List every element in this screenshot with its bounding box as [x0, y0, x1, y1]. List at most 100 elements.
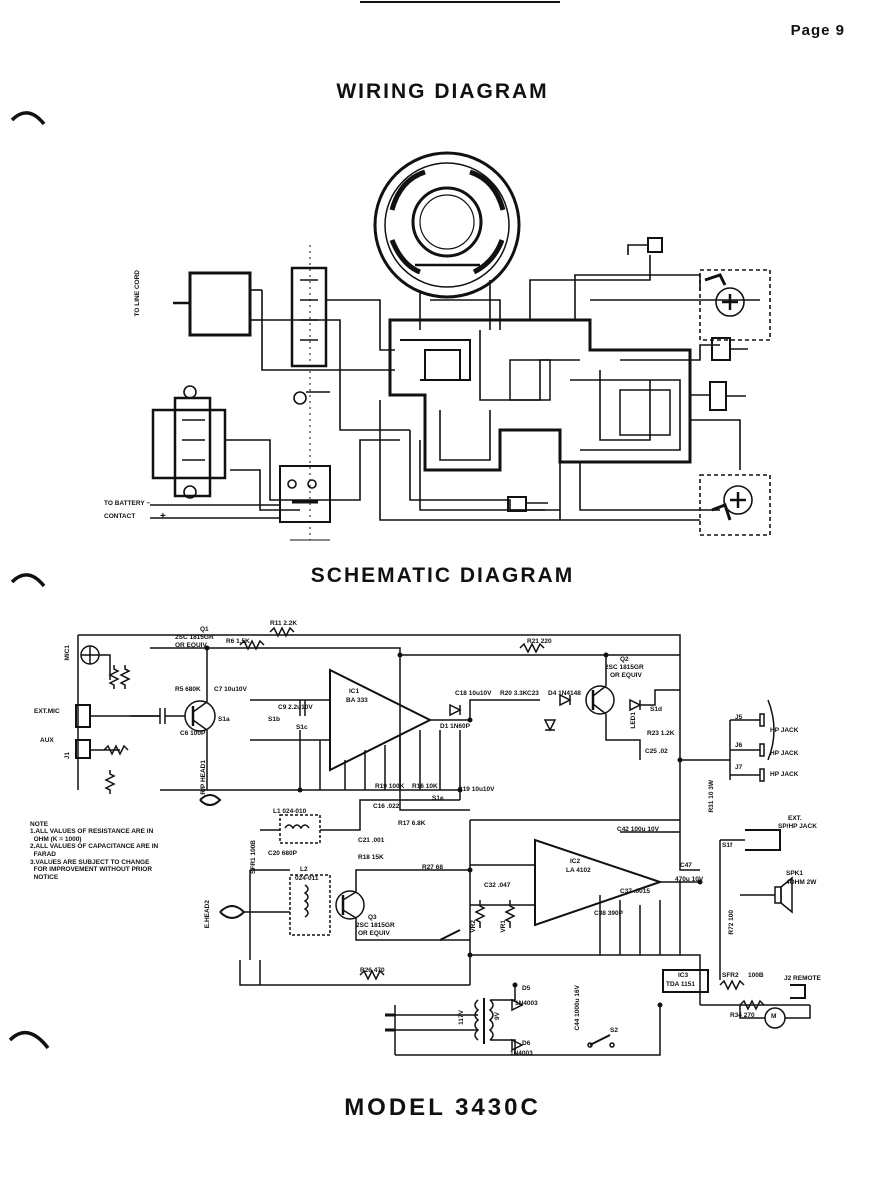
label-ic2: IC2	[570, 858, 581, 865]
label-aux: AUX	[40, 737, 54, 744]
label-r72: R72 100	[728, 910, 735, 935]
label-q1: Q1	[200, 626, 209, 633]
label-l2: L2	[300, 866, 308, 873]
vr1-icon	[504, 900, 516, 928]
dc-jack-lower	[699, 474, 771, 536]
dc-jack-upper	[699, 269, 771, 341]
label-sfr2: SFR2	[722, 972, 739, 979]
label-hp-jack-1: HP JACK	[770, 727, 799, 734]
rp-head-icon	[199, 794, 222, 806]
label-r17: R17 6.8K	[398, 820, 426, 827]
label-d5: D5	[522, 985, 531, 992]
label-l2-part: 024-011	[295, 875, 319, 882]
remote-jack-icon	[790, 984, 806, 999]
label-ic3: IC3	[678, 972, 689, 979]
label-mic1: MIC1	[64, 645, 71, 661]
label-q3: Q3	[368, 914, 377, 921]
label-q2-equiv: OR EQUIV	[610, 672, 642, 679]
label-c7: C7 10u10V	[214, 686, 247, 693]
ic3-box	[662, 969, 709, 993]
power-transformer-icon	[474, 998, 494, 1044]
label-t1-primary: 117V	[458, 1010, 465, 1025]
diode-d4-icon	[559, 693, 572, 707]
note-line: 1.ALL VALUES OF RESISTANCE ARE IN	[30, 828, 154, 836]
diode-d3-icon	[543, 719, 557, 732]
label-q3-part: 2SC 1815GR	[356, 922, 395, 929]
label-q3-equiv: OR EQUIV	[358, 930, 390, 937]
l2-coil	[289, 874, 331, 936]
label-ic1: IC1	[349, 688, 360, 695]
diode-d6-icon	[511, 1038, 524, 1052]
label-d1: D1 1N60P	[440, 723, 470, 730]
label-r16: R16 10K	[412, 783, 438, 790]
label-r26: R26 470	[360, 967, 385, 974]
bottom-connector	[507, 496, 527, 512]
label-d4: D4 1N4148	[548, 690, 581, 697]
label-c32: C32 .047	[484, 882, 511, 889]
label-c37: C37 .0015	[620, 888, 650, 895]
function-switch-block	[290, 266, 328, 368]
label-vr1: VR1	[500, 920, 507, 933]
label-d6-part: 1N4003	[510, 1050, 533, 1057]
label-s1f: S1f	[722, 842, 733, 849]
power-plug-icon	[385, 1013, 395, 1032]
label-r19: R19 100K	[375, 783, 405, 790]
label-c9: C9 2.2u10V	[278, 704, 313, 711]
note-line: NOTICE	[30, 873, 59, 881]
label-ext-sp: EXT.	[788, 815, 802, 822]
label-s1d: S1d	[650, 706, 662, 713]
label-r11: R11 2.2K	[270, 620, 298, 627]
label-c47: C47	[680, 862, 692, 869]
plus-label: +	[160, 511, 166, 522]
label-sfr2-value: 100B	[748, 972, 764, 979]
label-sp-hp-jack: SP/HP JACK	[778, 823, 817, 830]
label-ic1-part: BA 333	[346, 697, 368, 704]
note-line: NOTE	[30, 820, 49, 828]
label-r27: R27 68	[422, 864, 443, 871]
vr2-icon	[474, 900, 486, 928]
note-line: 3.VALUES ARE SUBJECT TO CHANGE	[30, 858, 150, 866]
label-vr2: VR2	[470, 920, 477, 933]
label-d6: D6	[522, 1040, 531, 1047]
label-r6: R6 1.5K	[226, 638, 250, 645]
label-j5: J5	[735, 714, 743, 721]
battery-contact-label: TO BATTERY −	[104, 500, 151, 507]
transistor-q2-icon	[585, 685, 615, 715]
label-s1e: S1e	[432, 795, 444, 802]
label-q1-equiv: OR EQUIV	[175, 642, 207, 649]
label-j1: J1	[64, 752, 71, 760]
label-s2: S2	[610, 1027, 618, 1034]
label-q1-part: 2SC 1815GR	[175, 634, 214, 641]
label-s1c: S1c	[296, 724, 308, 731]
label-r5: R5 680K	[175, 686, 201, 693]
label-c38: C38 390P	[594, 910, 623, 917]
label-erase-head: E.HEAD2	[204, 900, 211, 929]
note-line: FARAD	[30, 850, 56, 858]
label-rp-head: R/P HEAD1	[200, 760, 207, 795]
label-hp-jack-2: HP JACK	[770, 750, 799, 757]
led1-icon	[629, 698, 642, 712]
ic2-triangle	[534, 838, 664, 927]
label-r20: R20 3.3K	[500, 690, 528, 697]
wiring-diagram-title: WIRING DIAGRAM	[336, 80, 549, 103]
note-line: OHM (K = 1000)	[30, 835, 82, 843]
label-spk1-spec: 4OHM 2W	[786, 879, 817, 886]
label-c44: C44 1000u 16V	[574, 985, 581, 1031]
label-t1-secondary: 9V	[494, 1012, 501, 1020]
label-q2: Q2	[620, 656, 629, 663]
label-c42: C42 100u 10V	[617, 826, 659, 833]
note-line: 2.ALL VALUES OF CAPACITANCE ARE IN	[30, 843, 159, 851]
label-s1a: S1a	[218, 716, 230, 723]
label-c19: C19 10u10V	[458, 786, 495, 793]
label-spk1: SPK1	[786, 870, 803, 877]
label-c23: C23	[527, 690, 539, 697]
label-ic2-part: LA 4102	[566, 867, 591, 874]
label-r34: R34 270	[730, 1012, 755, 1019]
transistor-q1-icon	[184, 700, 216, 732]
headphone-jacks	[680, 699, 775, 782]
motor-icon	[173, 271, 262, 337]
